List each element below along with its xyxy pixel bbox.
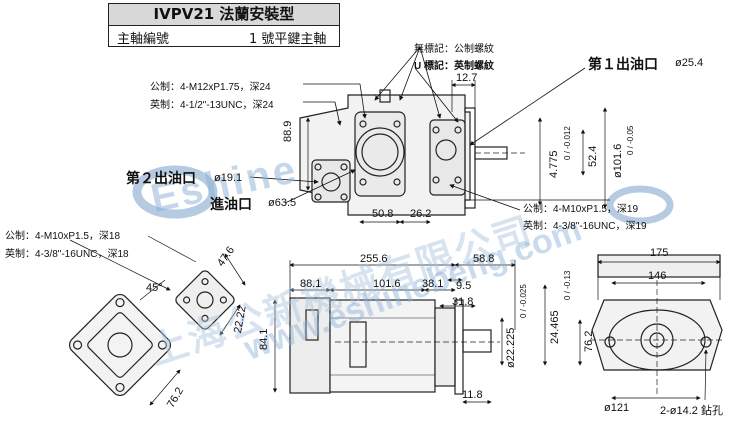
dim-101-6: ø101.6 [612, 143, 624, 178]
note-top-imperial: U 標記：英制螺紋 [414, 61, 494, 72]
front-view-dims [577, 255, 721, 401]
dim-101-6b: 101.6 [373, 278, 401, 290]
top-view-leaders [249, 46, 586, 211]
dim-holes: 2-ø14.2 鉆孔 [660, 405, 723, 417]
dim-76-2-right: 76.2 [583, 330, 595, 352]
outlet1-dia: ø25.4 [675, 57, 704, 69]
dim-88-1: 88.1 [300, 278, 322, 290]
dim-88-9: 88.9 [282, 120, 294, 142]
dim-26-2: 26.2 [410, 208, 432, 220]
dim-9-5: 9.5 [456, 280, 472, 292]
shaft-value: 1 號平鍵主軸 [249, 32, 327, 47]
dim-101-6-tol: 0 / -0.05 [626, 125, 635, 155]
dim-24-465: 24.465 [549, 310, 561, 344]
top-view-dims [305, 80, 610, 225]
dim-50-8: 50.8 [372, 208, 394, 220]
top-view [299, 89, 525, 216]
dim-84-1: 84.1 [258, 328, 270, 350]
note-body-imperial: 英制：4-1/2"-13UNC，深24 [150, 100, 274, 111]
dim-31-8: 31.8 [452, 296, 474, 308]
dim-4-775: 4.775 [548, 150, 560, 178]
dim-12-7: 12.7 [456, 72, 478, 84]
dim-4-775-tol: 0 / -0.012 [563, 126, 572, 160]
dim-45-deg: 45° [146, 282, 163, 294]
dim-52-4: 52.4 [587, 145, 599, 167]
header-shaft-row: 主軸編號 1 號平鍵主軸 [108, 25, 340, 47]
outlet2-dia: ø19.1 [214, 172, 243, 184]
shaft-label: 主軸編號 [117, 32, 170, 47]
watermark [132, 165, 674, 225]
dim-22-225-tol: 0 / -0.025 [519, 284, 528, 318]
dim-24-465-tol: 0 / -0.13 [563, 270, 572, 300]
side-view [289, 297, 500, 395]
inlet-dia: ø63.5 [268, 197, 297, 209]
left-end-view [68, 270, 235, 397]
dim-38-1: 38.1 [422, 278, 444, 290]
dim-146: 146 [648, 270, 667, 282]
dim-22-225: ø22.225 [505, 327, 517, 368]
note-left-metric: 公制：4-M10xP1.5，深18 [5, 231, 121, 242]
outlet1-label: 第１出油口 [588, 56, 658, 72]
side-view-dims [272, 260, 548, 405]
outlet2-label: 第２出油口 [126, 170, 196, 186]
note-outlet2-imperial: 英制：4-3/8"-16UNC，深19 [523, 221, 647, 232]
dim-58-8: 58.8 [473, 253, 495, 265]
note-top-metric: 無標記：公制螺紋 [414, 44, 494, 55]
note-outlet2-metric: 公制：4-M10xP1.5，深19 [523, 204, 639, 215]
front-view [590, 254, 725, 395]
inlet-label: 進油口 [210, 196, 252, 212]
note-body-metric: 公制：4-M12xP1.75，深24 [150, 82, 271, 93]
dim-11-8: 11.8 [462, 389, 483, 401]
dim-175: 175 [650, 247, 669, 259]
dim-255-6: 255.6 [360, 253, 388, 265]
left-end-dims [69, 235, 246, 406]
dim-121: ø121 [604, 402, 630, 414]
note-left-imperial: 英制：4-3/8"-16UNC，深18 [5, 249, 129, 260]
